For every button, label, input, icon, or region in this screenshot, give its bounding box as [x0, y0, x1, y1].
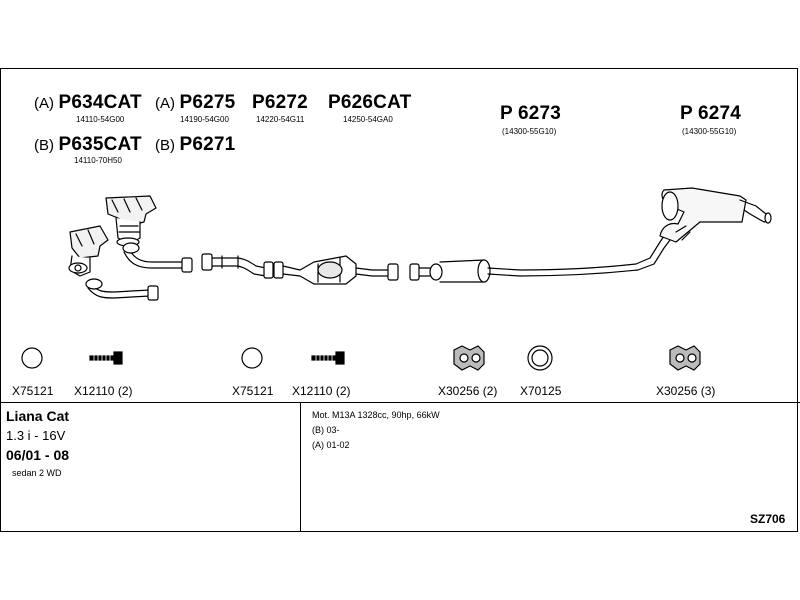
part-label-p6271: (B) P6271: [155, 134, 236, 155]
oe-number: (14300-55G10): [682, 127, 737, 136]
accessory-code: X75121: [12, 384, 54, 398]
part-label-p6274: P 6274: [680, 103, 742, 124]
diagram-code: SZ706: [750, 512, 786, 526]
variant-b-note: (B) 03-: [312, 425, 340, 435]
part-label-p6272: P6272: [252, 92, 308, 113]
accessory-code: X12110 (2): [292, 384, 351, 398]
accessory-code: X70125: [520, 384, 562, 398]
pipe-p6271: [85, 278, 159, 301]
oe-number: (14300-55G10): [502, 127, 557, 136]
part-label-p634cat: (A) P634CAT: [34, 92, 142, 113]
oe-number: 14110-70H50: [74, 156, 122, 165]
variant-a-note: (A) 01-02: [312, 440, 350, 450]
rear-silencer-p6274: [659, 187, 772, 243]
rubber-hanger-icon: [669, 345, 701, 371]
oe-number: 14250-54GA0: [343, 115, 393, 124]
oe-number: 14220-54G11: [256, 115, 305, 124]
accessory-code: X30256 (3): [656, 384, 716, 398]
exhaust-manifold-a: [105, 195, 157, 247]
rubber-hanger-icon: [453, 345, 485, 371]
diagram-frame: [0, 68, 798, 532]
bolt-icon: [89, 351, 123, 365]
part-label-p626cat: P626CAT: [328, 92, 412, 113]
ring-gasket-icon: [21, 347, 43, 369]
accessory-code: X30256 (2): [438, 384, 498, 398]
section-divider: [0, 402, 800, 403]
oe-number: 14110-54G00: [76, 115, 125, 124]
info-divider: [300, 402, 301, 532]
vehicle-engine: 1.3 i - 16V: [6, 428, 66, 443]
bolt-icon: [311, 351, 345, 365]
part-label-p6275: (A) P6275: [155, 92, 236, 113]
ring-gasket-icon: [241, 347, 263, 369]
exhaust-manifold-b: [68, 225, 109, 277]
oe-number: 14190-54G00: [180, 115, 229, 124]
catalytic-converter-p626cat: [273, 255, 399, 285]
vehicle-body: sedan 2 WD: [12, 468, 62, 478]
vehicle-model: Liana Cat: [6, 408, 70, 424]
part-label-p6273: P 6273: [500, 103, 562, 124]
middle-silencer-p6273: [409, 235, 671, 283]
pipe-p6275: [122, 242, 193, 273]
pipe-p6272: [201, 253, 274, 279]
motor-note: Mot. M13A 1328cc, 90hp, 66kW: [312, 410, 440, 420]
ring-gasket-icon: [527, 345, 553, 371]
accessory-code: X12110 (2): [74, 384, 133, 398]
accessory-code: X75121: [232, 384, 274, 398]
vehicle-years: 06/01 - 08: [6, 447, 70, 463]
part-label-p635cat: (B) P635CAT: [34, 134, 142, 155]
